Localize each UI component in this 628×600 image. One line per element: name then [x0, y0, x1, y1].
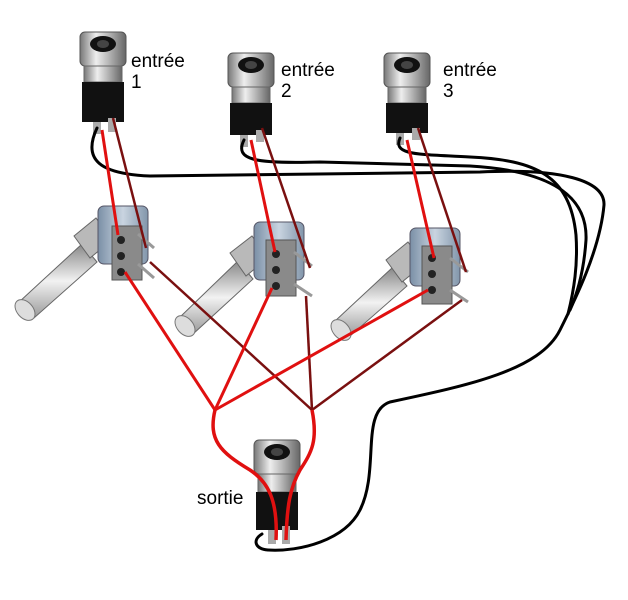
wire-jack3-pot3-a: [405, 139, 436, 259]
output-label: sortie: [197, 488, 244, 509]
input-label-1-number: 1: [131, 72, 142, 93]
wire-pot3-out-dark: [311, 298, 463, 412]
ground-wire-1: [90, 126, 606, 552]
input-label-3: entrée 3: [443, 60, 497, 102]
wire-jack1-pot1-a: [100, 129, 120, 236]
input-label-2: entrée 2: [281, 60, 335, 102]
input-jack-3: [383, 52, 431, 145]
wire-jack2-pot2-a: [249, 139, 277, 253]
input-label-3-number: 3: [443, 81, 454, 102]
wire-pot2-out-red: [213, 287, 274, 411]
wire-jack2-pot2-b: [260, 127, 312, 269]
wire-output-dark: [284, 409, 317, 541]
input-label-3-word: entrée: [443, 60, 497, 81]
input-label-1-word: entrée: [131, 51, 185, 72]
wire-pot2-out-dark: [304, 295, 314, 411]
input-label-2-word: entrée: [281, 60, 335, 81]
input-label-2-number: 2: [281, 81, 292, 102]
input-jack-1: [79, 31, 127, 134]
potentiometer-2: [174, 221, 313, 337]
wire-jack3-pot3-b: [416, 127, 468, 273]
wire-pot3-out-red: [214, 288, 429, 412]
potentiometer-1: [14, 205, 155, 321]
wire-jack1-pot1-b: [111, 117, 148, 249]
potentiometer-3: [330, 227, 469, 341]
wire-pot1-out-red: [123, 271, 217, 411]
ground-wire-3: [397, 136, 578, 316]
input-jack-2: [227, 52, 275, 147]
wire-pot1-out-dark: [149, 261, 313, 411]
wire-output-red: [211, 409, 278, 541]
input-label-1: entrée 1: [131, 51, 185, 93]
